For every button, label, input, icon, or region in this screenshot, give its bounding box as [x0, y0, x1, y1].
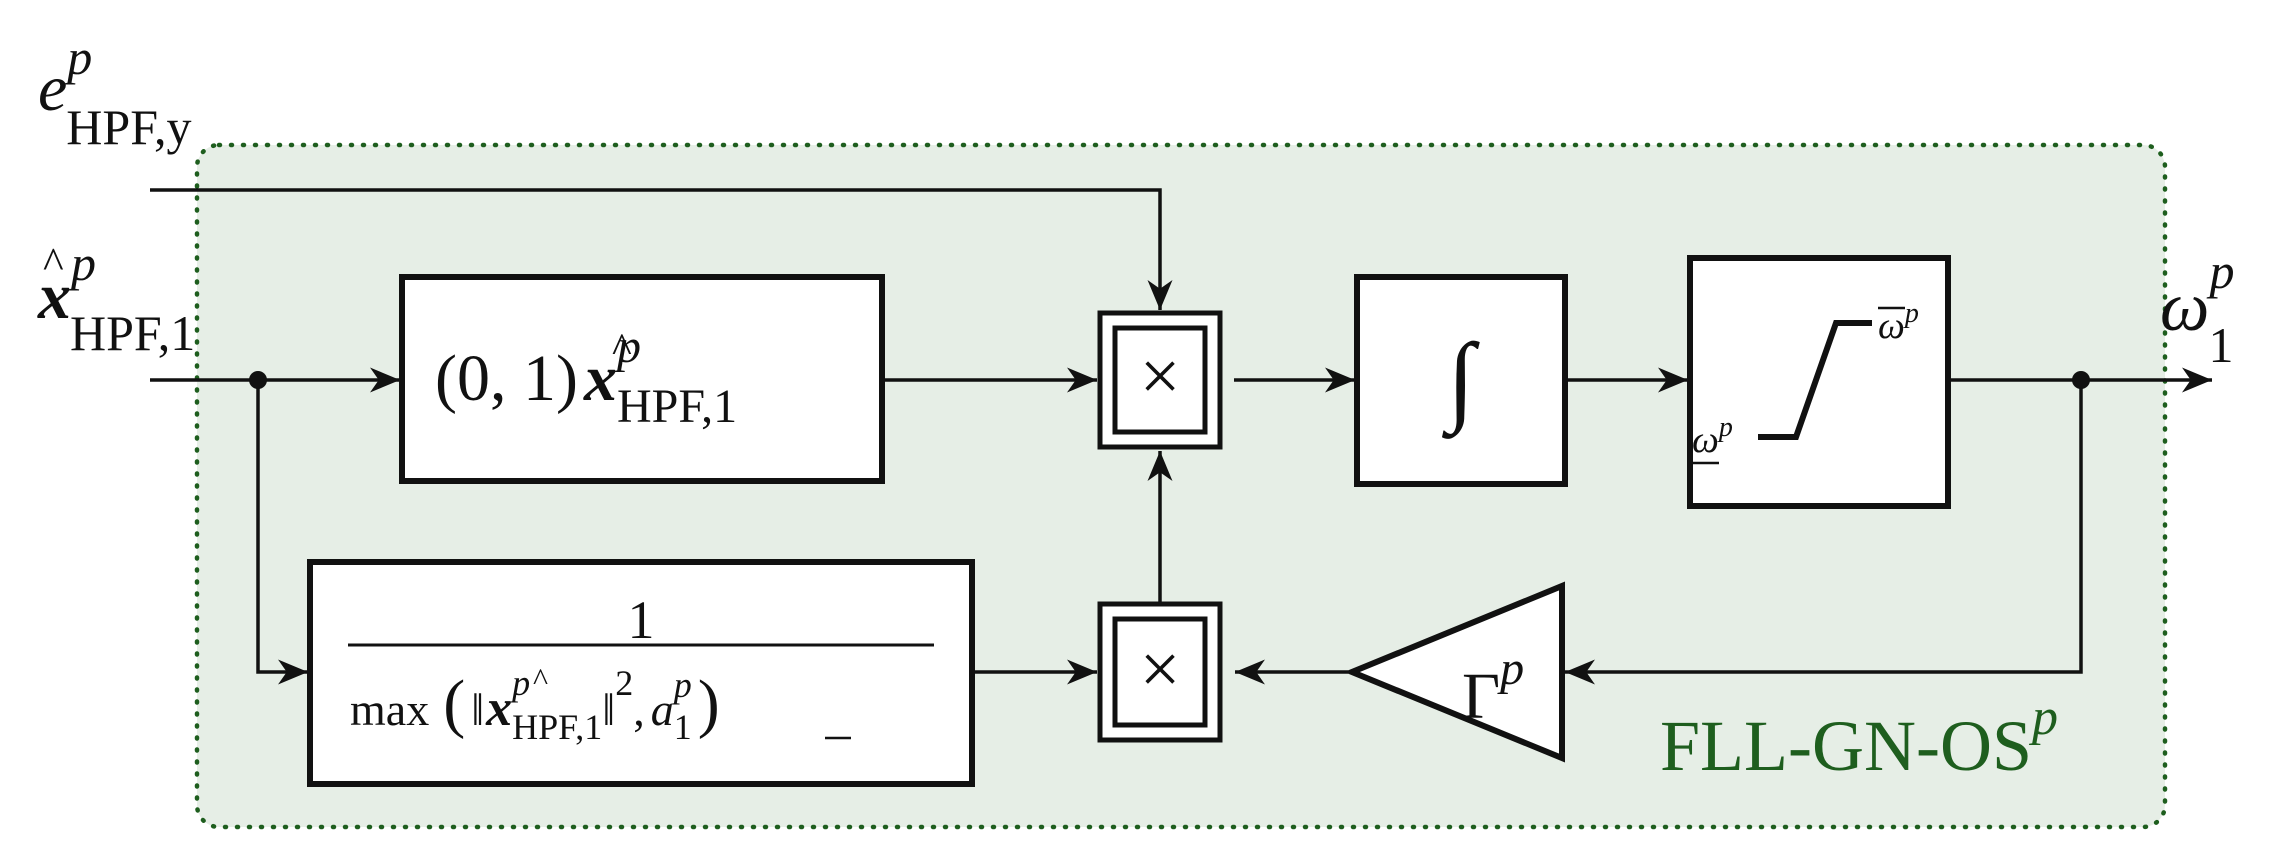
normalizer-block [307, 559, 975, 787]
selector-hat: ^ [612, 326, 632, 372]
normalizer-hat: ^ [533, 661, 548, 697]
multiplier-bottom-symbol: × [1140, 629, 1181, 709]
output-branch-junction [2072, 371, 2090, 389]
region-label: FLL-GN-OSp [1660, 689, 2058, 786]
multiplier-top-symbol: × [1140, 336, 1181, 416]
multiplier-top: × [1097, 310, 1223, 450]
feedback-wire [1565, 380, 2083, 685]
gain-block [1344, 581, 1565, 763]
saturation-block [1687, 255, 1951, 509]
state-input-hat: ^ [43, 239, 64, 288]
state-branch-wire [256, 380, 308, 685]
saturation-curve-icon [1758, 320, 1872, 440]
integrator-symbol: ∫ [1441, 323, 1480, 439]
normalizer-numerator: 1 [628, 590, 655, 650]
saturation-lower-label: ωp [1692, 412, 1733, 461]
input-branch-junction [249, 371, 267, 389]
saturation-upper-label: ωp [1878, 298, 1919, 347]
selector-block [399, 274, 885, 484]
integrator-block [1354, 274, 1568, 487]
error-signal-wire [150, 188, 1173, 310]
gain-label: Γp [1462, 642, 1524, 733]
multiplier-bottom: × [1097, 601, 1223, 743]
